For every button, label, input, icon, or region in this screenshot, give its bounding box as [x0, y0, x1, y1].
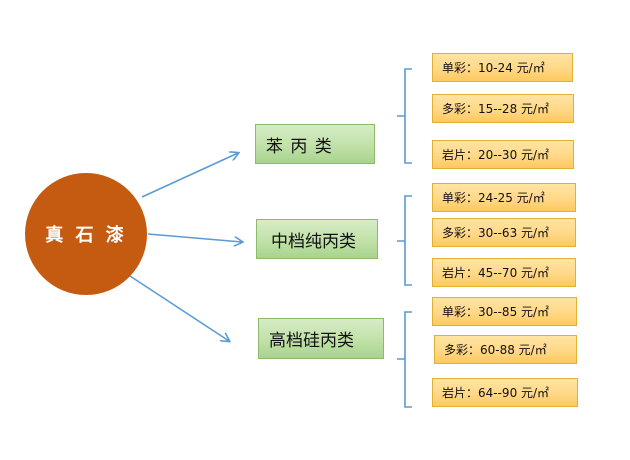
center-label: 真 石 漆	[45, 225, 127, 246]
category-node-mid-pure-acrylic: 中档纯丙类	[256, 219, 378, 259]
arrow-to-category-3	[129, 275, 229, 341]
price-item-single-color: 单彩：30--85 元/㎡	[432, 297, 577, 326]
category-label: 中档纯丙类	[271, 231, 356, 252]
price-item-multi-color: 多彩：30--63 元/㎡	[432, 218, 576, 247]
price-item-label: 多彩：30--63 元/㎡	[442, 226, 550, 240]
price-item-label: 单彩：24-25 元/㎡	[442, 191, 545, 205]
price-item-rock-chip: 岩片：20--30 元/㎡	[432, 140, 574, 169]
category-node-high-silicone-acrylic: 高档硅丙类	[258, 318, 384, 359]
price-item-single-color: 单彩：24-25 元/㎡	[432, 183, 576, 212]
arrow-to-category-1	[141, 153, 238, 198]
price-item-label: 多彩：60-88 元/㎡	[444, 343, 547, 357]
arrow-to-category-2	[147, 233, 242, 242]
bracket-category-3	[397, 311, 412, 408]
price-item-label: 岩片：64--90 元/㎡	[442, 386, 550, 400]
bracket-category-1	[397, 68, 412, 164]
price-item-rock-chip: 岩片：45--70 元/㎡	[432, 258, 576, 287]
price-item-label: 单彩：10-24 元/㎡	[442, 61, 545, 75]
price-item-label: 岩片：20--30 元/㎡	[442, 148, 550, 162]
price-item-multi-color: 多彩：15--28 元/㎡	[432, 94, 574, 123]
category-label: 高档硅丙类	[269, 331, 354, 351]
price-item-label: 岩片：45--70 元/㎡	[442, 266, 550, 280]
price-item-label: 多彩：15--28 元/㎡	[442, 102, 550, 116]
price-item-rock-chip: 岩片：64--90 元/㎡	[432, 378, 578, 407]
center-node: 真 石 漆	[25, 173, 147, 295]
category-node-benbing: 苯 丙 类	[255, 124, 375, 164]
price-item-single-color: 单彩：10-24 元/㎡	[432, 53, 573, 82]
category-label: 苯 丙 类	[266, 136, 333, 157]
bracket-category-2	[397, 195, 412, 286]
price-item-multi-color: 多彩：60-88 元/㎡	[434, 335, 577, 364]
price-item-label: 单彩：30--85 元/㎡	[442, 305, 550, 319]
